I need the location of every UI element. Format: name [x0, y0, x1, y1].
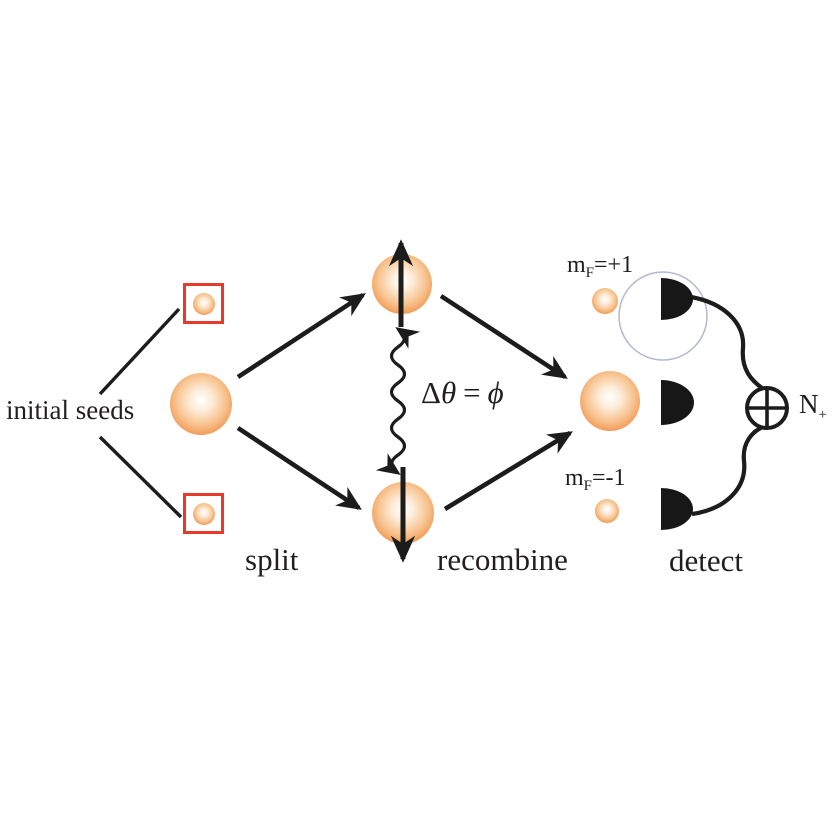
- recombined-sphere: [580, 371, 640, 431]
- mf-plus-sphere: [592, 288, 618, 314]
- detector-middle-icon: [661, 380, 694, 425]
- detector-bottom-icon: [661, 488, 693, 530]
- stage-label-recombine: recombine: [437, 542, 568, 577]
- stage-label-split: split: [245, 542, 299, 577]
- initial-seeds-label: initial seeds: [6, 395, 135, 425]
- seed-box-top: [183, 283, 224, 324]
- phase-equals: =: [463, 375, 481, 410]
- source-sphere: [170, 373, 232, 435]
- seed-sphere-bottom: [192, 502, 215, 525]
- mf-minus-label: mF=-1: [565, 465, 626, 494]
- seed-sphere-top: [192, 292, 215, 315]
- n-plus-label: N+: [799, 389, 827, 423]
- split-arrow-top: [236, 293, 366, 379]
- circle-plus-icon: [745, 386, 789, 430]
- signal-curve-bottom: [691, 424, 766, 517]
- seed-line-top: [98, 307, 181, 396]
- recombine-arrow-top: [439, 294, 568, 379]
- mf-plus-label: mF=+1: [567, 252, 634, 281]
- recombine-arrow-bottom: [443, 431, 573, 511]
- split-sphere-up: [372, 254, 432, 314]
- phase-delta: Δ: [421, 375, 441, 410]
- seed-box-bottom: [183, 493, 224, 534]
- signal-curve-top: [690, 294, 767, 392]
- detector-top-icon: [661, 278, 693, 320]
- phase-label: Δθ=ϕ: [421, 377, 504, 408]
- stage-label-detect: detect: [669, 543, 744, 578]
- split-sphere-down: [372, 482, 434, 544]
- seed-line-bottom: [98, 435, 183, 519]
- split-arrow-bottom: [236, 426, 362, 510]
- phase-theta: θ: [440, 375, 457, 410]
- selection-circle: [618, 271, 708, 361]
- mf-minus-sphere: [595, 499, 619, 523]
- phase-wavy-arrow: [375, 327, 421, 475]
- phase-phi: ϕ: [487, 375, 504, 410]
